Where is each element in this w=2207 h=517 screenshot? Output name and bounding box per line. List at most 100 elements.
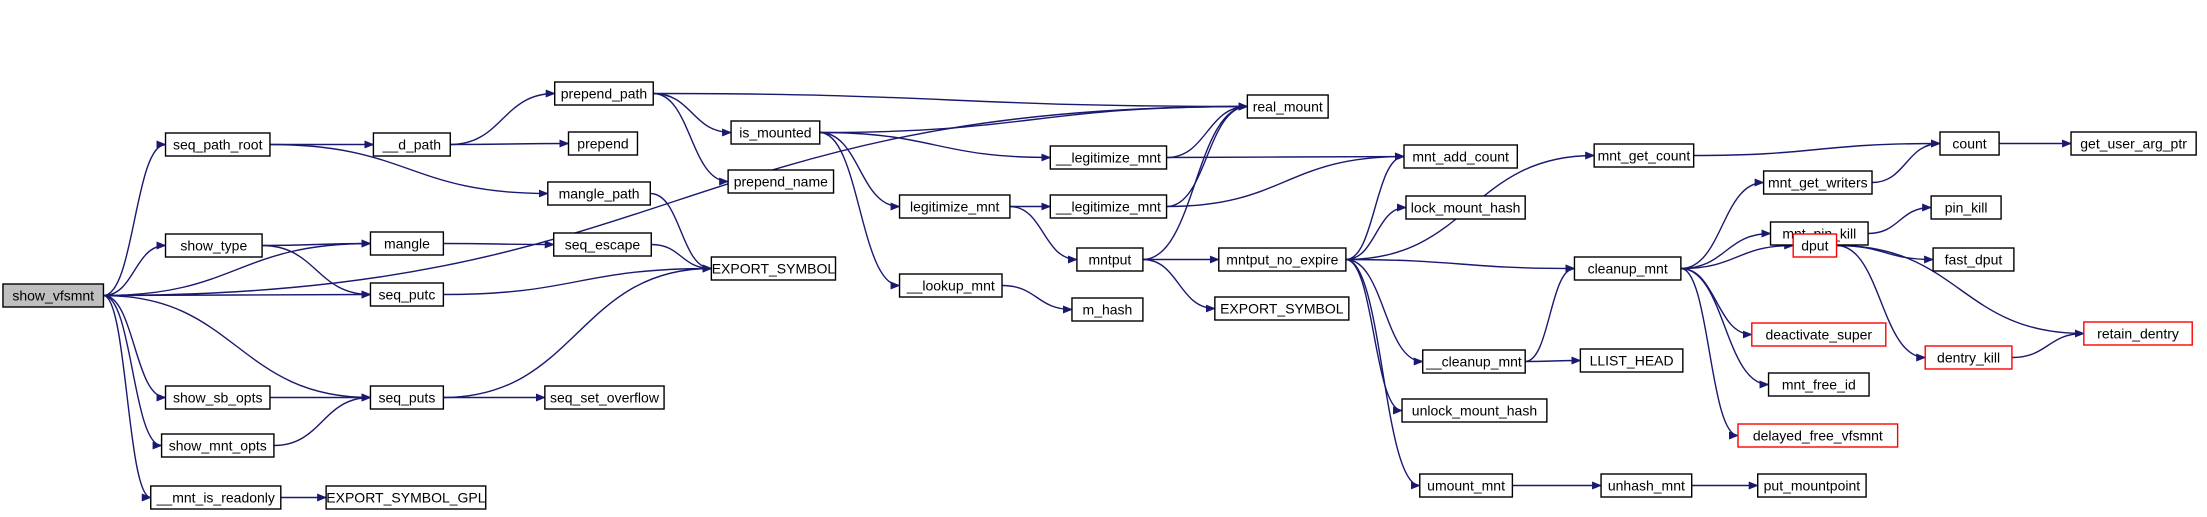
node-box[interactable] [1401, 398, 1548, 423]
node-m-hash[interactable]: m_hash [1071, 297, 1144, 322]
node-box[interactable] [547, 181, 651, 206]
node-prepend-name[interactable]: prepend_name [727, 169, 835, 194]
node-box[interactable] [1403, 144, 1519, 169]
node-box[interactable] [1737, 423, 1899, 448]
node-box[interactable] [1762, 170, 1873, 195]
node-box[interactable] [1422, 349, 1526, 374]
node-box[interactable] [1049, 145, 1168, 170]
node-mntput-no-expire[interactable]: mntput_no_expire [1218, 247, 1347, 272]
node-put-mountpoint[interactable]: put_mountpoint [1757, 473, 1867, 498]
node-seq-escape[interactable]: seq_escape [553, 232, 652, 257]
node-cleanup-mnt[interactable]: cleanup_mnt [1573, 256, 1682, 281]
node-unhash-mnt[interactable]: unhash_mnt [1600, 473, 1693, 498]
node-legitimize-mnt[interactable]: __legitimize_mnt [1049, 194, 1168, 219]
node-box[interactable] [369, 385, 445, 410]
node-get-user-arg-ptr[interactable]: get_user_arg_ptr [2070, 131, 2197, 156]
node-retain-dentry[interactable]: retain_dentry [2083, 321, 2193, 346]
node-cleanup-mnt[interactable]: __cleanup_mnt [1422, 349, 1526, 374]
node-box[interactable] [1049, 194, 1168, 219]
node-box[interactable] [1218, 247, 1347, 272]
node-seq-path-root[interactable]: seq_path_root [164, 132, 271, 157]
node-lock-mount-hash[interactable]: lock_mount_hash [1405, 195, 1526, 220]
node-box[interactable] [1792, 233, 1838, 258]
node-box[interactable] [369, 231, 445, 256]
node-export-symbol[interactable]: EXPORT_SYMBOL [1214, 296, 1350, 321]
node-box[interactable] [1924, 345, 2013, 370]
node-umount-mnt[interactable]: umount_mnt [1419, 473, 1514, 498]
node-box[interactable] [1932, 247, 2015, 272]
node-box[interactable] [1076, 247, 1144, 272]
node-box[interactable] [1751, 322, 1887, 347]
node-box[interactable] [369, 282, 445, 307]
node-is-mounted[interactable]: is_mounted [730, 120, 821, 145]
node-legitimize-mnt[interactable]: __legitimize_mnt [1049, 145, 1168, 170]
node-box[interactable] [553, 232, 652, 257]
node-show-sb-opts[interactable]: show_sb_opts [164, 385, 271, 410]
node-box[interactable] [1419, 473, 1514, 498]
node-box[interactable] [1593, 143, 1695, 168]
node-export-symbol-gpl[interactable]: EXPORT_SYMBOL_GPL [325, 485, 487, 510]
node-show-vfsmnt[interactable]: show_vfsmnt [2, 283, 105, 308]
node-box[interactable] [1939, 131, 2000, 156]
node-seq-set-overflow[interactable]: seq_set_overflow [544, 385, 665, 410]
node-show-type[interactable]: show_type [164, 233, 263, 258]
node-box[interactable] [1405, 195, 1526, 220]
node-box[interactable] [164, 233, 263, 258]
node-box[interactable] [2083, 321, 2193, 346]
node-box[interactable] [1930, 195, 2002, 220]
node-box[interactable] [898, 194, 1011, 219]
node-dput[interactable]: dput [1792, 233, 1838, 258]
node-dentry-kill[interactable]: dentry_kill [1924, 345, 2013, 370]
node-box[interactable] [1071, 297, 1144, 322]
node-d-path[interactable]: __d_path [372, 132, 451, 157]
node-box[interactable] [164, 132, 271, 157]
node-mangle[interactable]: mangle [369, 231, 445, 256]
node-unlock-mount-hash[interactable]: unlock_mount_hash [1401, 398, 1548, 423]
node-delayed-free-vfsmnt[interactable]: delayed_free_vfsmnt [1737, 423, 1899, 448]
node-box[interactable] [372, 132, 451, 157]
node-box[interactable] [1573, 256, 1682, 281]
node-box[interactable] [1214, 296, 1350, 321]
node-mntput[interactable]: mntput [1076, 247, 1144, 272]
node-mnt-is-readonly[interactable]: __mnt_is_readonly [150, 485, 282, 510]
node-legitimize-mnt[interactable]: legitimize_mnt [898, 194, 1011, 219]
node-mangle-path[interactable]: mangle_path [547, 181, 651, 206]
node-box[interactable] [2, 283, 105, 308]
node-box[interactable] [730, 120, 821, 145]
node-deactivate-super[interactable]: deactivate_super [1751, 322, 1887, 347]
node-box[interactable] [710, 256, 837, 281]
node-box[interactable] [898, 273, 1003, 298]
node-label: cleanup_mnt [1588, 261, 1668, 277]
node-pin-kill[interactable]: pin_kill [1930, 195, 2002, 220]
node-box[interactable] [160, 433, 275, 458]
node-count[interactable]: count [1939, 131, 2000, 156]
node-box[interactable] [544, 385, 665, 410]
node-box[interactable] [567, 131, 639, 156]
node-prepend[interactable]: prepend [567, 131, 639, 156]
node-llist-head[interactable]: LLIST_HEAD [1579, 348, 1684, 373]
node-box[interactable] [1246, 94, 1329, 119]
edge-cleanup-mnt-inner-to-llist-head [1525, 356, 1582, 365]
node-mnt-get-count[interactable]: mnt_get_count [1593, 143, 1695, 168]
node-box[interactable] [1600, 473, 1693, 498]
node-box[interactable] [2070, 131, 2197, 156]
node-box[interactable] [325, 485, 487, 510]
node-seq-putc[interactable]: seq_putc [369, 282, 445, 307]
node-prepend-path[interactable]: prepend_path [554, 81, 654, 106]
node-box[interactable] [164, 385, 271, 410]
node-box[interactable] [727, 169, 835, 194]
node-box[interactable] [1579, 348, 1684, 373]
node-seq-puts[interactable]: seq_puts [369, 385, 445, 410]
node-fast-dput[interactable]: fast_dput [1932, 247, 2015, 272]
node-export-symbol[interactable]: EXPORT_SYMBOL [710, 256, 837, 281]
node-box[interactable] [150, 485, 282, 510]
node-lookup-mnt[interactable]: __lookup_mnt [898, 273, 1003, 298]
node-mnt-get-writers[interactable]: mnt_get_writers [1762, 170, 1873, 195]
node-show-mnt-opts[interactable]: show_mnt_opts [160, 433, 275, 458]
node-box[interactable] [1757, 473, 1867, 498]
node-box[interactable] [1767, 372, 1870, 397]
node-mnt-free-id[interactable]: mnt_free_id [1767, 372, 1870, 397]
node-mnt-add-count[interactable]: mnt_add_count [1403, 144, 1519, 169]
node-box[interactable] [554, 81, 654, 106]
node-real-mount[interactable]: real_mount [1246, 94, 1329, 119]
